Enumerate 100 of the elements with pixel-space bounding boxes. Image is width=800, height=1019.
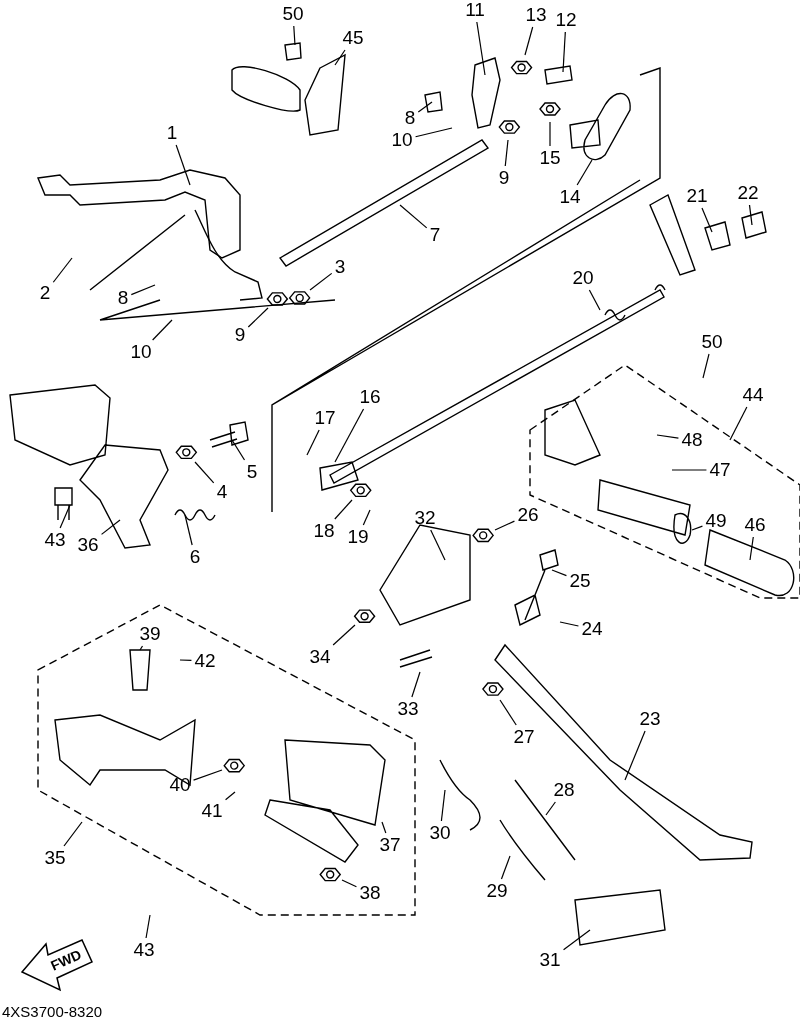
callout-number: 18	[312, 521, 336, 541]
leader-line	[411, 671, 421, 698]
callout-number: 42	[193, 651, 217, 671]
leader-line	[702, 353, 710, 379]
callout-number: 9	[233, 325, 247, 345]
leader-line	[748, 204, 753, 226]
leader-line	[194, 461, 215, 484]
leader-line	[139, 645, 144, 651]
callout-number: 4	[215, 482, 229, 502]
callout-number: 38	[358, 883, 382, 903]
leader-line	[334, 499, 353, 520]
callout-number: 48	[680, 430, 704, 450]
leader-line	[701, 207, 713, 233]
callout-number: 25	[568, 571, 592, 591]
callout-number: 33	[396, 699, 420, 719]
callout-number: 21	[685, 186, 709, 206]
callout-number: 19	[346, 527, 370, 547]
callout-number: 36	[76, 535, 100, 555]
callout-number: 28	[552, 780, 576, 800]
leader-line	[691, 525, 704, 531]
leader-line	[588, 289, 601, 311]
leader-line	[624, 730, 646, 781]
callout-number: 14	[558, 187, 582, 207]
leader-line	[500, 855, 511, 880]
callout-number: 40	[168, 775, 192, 795]
callout-number: 30	[428, 823, 452, 843]
leader-line	[100, 519, 121, 535]
callout-number: 43	[132, 940, 156, 960]
callout-number: 50	[700, 332, 724, 352]
leader-line	[247, 307, 269, 328]
callout-number: 23	[638, 709, 662, 729]
callout-number: 15	[538, 148, 562, 168]
leader-line	[175, 144, 191, 186]
leader-line	[341, 879, 358, 888]
leader-line	[334, 49, 346, 66]
callout-number: 9	[497, 168, 511, 188]
callout-number: 10	[390, 130, 414, 150]
leader-line	[499, 699, 517, 726]
callout-number: 8	[403, 108, 417, 128]
leader-line	[399, 204, 428, 229]
leader-line	[63, 821, 83, 847]
leader-line	[417, 101, 433, 113]
leader-line	[59, 504, 71, 529]
callout-number: 2	[38, 283, 52, 303]
callout-number: 12	[554, 10, 578, 30]
leader-line	[152, 319, 173, 341]
callout-number: 26	[516, 505, 540, 525]
callout-number: 50	[281, 4, 305, 24]
leader-line	[559, 621, 580, 627]
leader-line	[145, 914, 151, 939]
callout-number: 3	[333, 257, 347, 277]
callout-number: 34	[308, 647, 332, 667]
leader-line	[671, 469, 708, 471]
callout-number: 24	[580, 619, 604, 639]
callout-number: 5	[245, 462, 259, 482]
leader-line	[179, 659, 193, 662]
leader-line	[192, 769, 223, 781]
leader-line	[381, 821, 387, 834]
callout-number: 35	[43, 848, 67, 868]
callout-number: 16	[358, 387, 382, 407]
leader-line	[293, 25, 296, 46]
leader-line	[576, 159, 593, 186]
callout-number: 46	[743, 515, 767, 535]
callout-number: 20	[571, 268, 595, 288]
callout-number: 49	[704, 511, 728, 531]
leader-line	[332, 624, 356, 646]
callout-number: 45	[341, 28, 365, 48]
leader-line	[476, 21, 486, 76]
leader-line	[362, 509, 371, 526]
callout-number: 47	[708, 460, 732, 480]
callout-number: 31	[538, 950, 562, 970]
callout-number: 13	[524, 5, 548, 25]
leader-line	[231, 439, 246, 461]
callout-number: 41	[200, 801, 224, 821]
direction-label: FWD	[48, 946, 84, 974]
leader-line	[184, 514, 193, 546]
callout-number: 32	[413, 508, 437, 528]
callout-number: 27	[512, 727, 536, 747]
leader-line	[309, 272, 333, 291]
callout-number: 22	[736, 183, 760, 203]
leader-line	[306, 429, 320, 456]
leader-line	[334, 408, 365, 463]
callout-number: 29	[485, 881, 509, 901]
leader-line	[494, 520, 516, 531]
leader-line	[656, 434, 680, 439]
leader-line	[524, 26, 534, 56]
leader-line	[551, 569, 568, 577]
callout-number: 11	[464, 0, 486, 20]
leader-line	[545, 801, 556, 816]
leader-line	[130, 284, 156, 296]
callout-number: 10	[129, 342, 153, 362]
leader-line	[414, 127, 453, 138]
callout-number: 37	[378, 835, 402, 855]
leader-line	[430, 529, 446, 561]
callout-number: 8	[116, 288, 130, 308]
leader-line	[224, 791, 236, 801]
part-number-label: 4XS3700-8320	[2, 1003, 103, 1019]
leader-line	[504, 139, 509, 167]
leader-line	[440, 789, 446, 822]
leader-line	[562, 31, 566, 73]
